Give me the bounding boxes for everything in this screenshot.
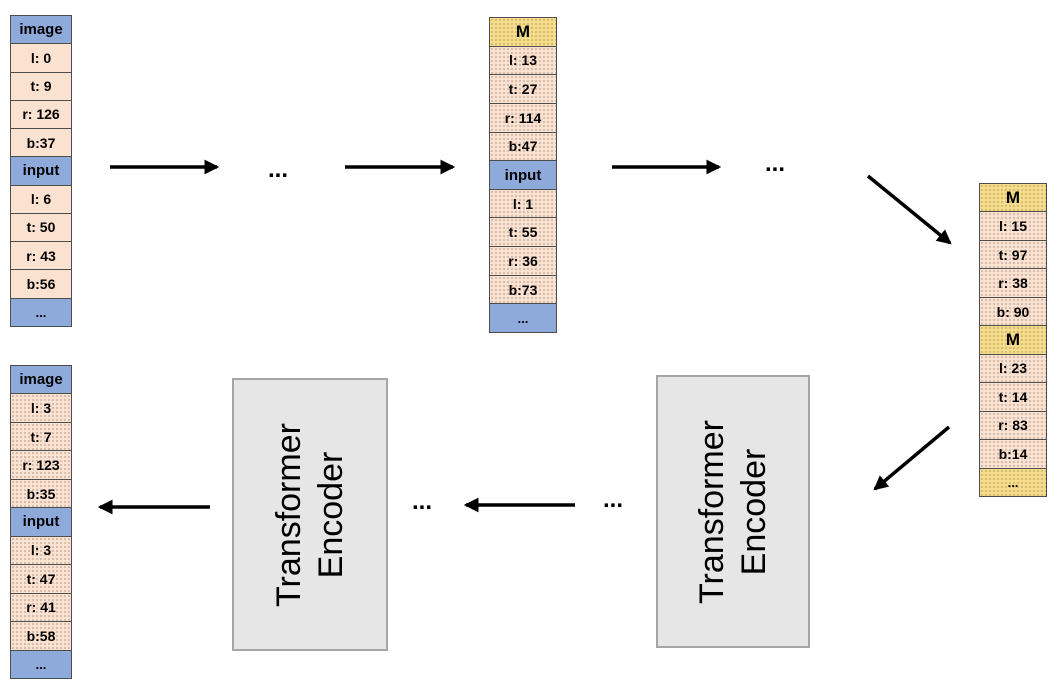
ellipsis-cell: ... [490,303,556,333]
coord-cell: t: 14 [980,382,1046,411]
transformer-encoder-box-left: Transformer Encoder [232,378,388,651]
ellipsis-cell: ... [11,649,71,678]
token-cell: input [11,156,71,185]
coord-cell: b:35 [11,478,71,508]
mask-cell: M [980,184,1046,212]
coord-cell: l: 6 [11,184,71,213]
coord-cell: b:56 [11,269,71,298]
token-cell: input [490,160,556,189]
token-cell: input [11,507,71,536]
coord-cell: r: 114 [490,102,556,132]
sequence-column-masked-1: M l: 13 t: 27 r: 114 b:47 input l: 1 t: … [489,17,557,333]
token-cell: image [11,16,71,44]
ellipsis-cell: ... [11,297,71,326]
ellipsis-cell: ... [980,467,1046,496]
sequence-column-reconstructed: image l: 3 t: 7 r: 123 b:35 input l: 3 t… [10,365,72,679]
coord-cell: b:47 [490,131,556,161]
coord-cell: r: 38 [980,268,1046,297]
coord-cell: t: 50 [11,212,71,242]
ellipsis-marker: ... [603,486,624,513]
coord-cell: b:14 [980,439,1046,468]
coord-cell: t: 27 [490,74,556,103]
transformer-encoder-box-right: Transformer Encoder [656,375,810,648]
ellipsis-marker: ... [412,488,433,515]
token-cell: image [11,366,71,394]
coord-cell: l: 1 [490,188,556,218]
coord-cell: r: 43 [11,241,71,270]
coord-cell: l: 3 [11,535,71,565]
coord-cell: b:73 [490,274,556,304]
mask-cell: M [490,18,556,46]
coord-cell: b:58 [11,621,71,650]
coord-cell: t: 55 [490,217,556,247]
arrow-diagonal-down-right [866,174,952,245]
sequence-column-original: image l: 0 t: 9 r: 126 b:37 input l: 6 t… [10,15,72,327]
coord-cell: l: 0 [11,43,71,72]
coord-cell: l: 15 [980,211,1046,240]
coord-cell: r: 83 [980,410,1046,440]
coord-cell: b:37 [11,128,71,157]
coord-cell: r: 41 [11,592,71,622]
coord-cell: t: 9 [11,71,71,100]
sequence-column-masked-2: M l: 15 t: 97 r: 38 b: 90 M l: 23 t: 14 … [979,183,1047,497]
arrow-diagonal-down-left [873,425,951,491]
coord-cell: l: 3 [11,393,71,422]
ellipsis-marker: ... [268,156,289,183]
coord-cell: t: 47 [11,564,71,593]
ellipsis-marker: ... [765,150,786,177]
coord-cell: l: 13 [490,45,556,75]
coord-cell: r: 126 [11,99,71,129]
coord-cell: t: 7 [11,421,71,451]
coord-cell: b: 90 [980,296,1046,326]
mask-cell: M [980,325,1046,354]
coord-cell: r: 36 [490,246,556,275]
coord-cell: l: 23 [980,353,1046,383]
coord-cell: t: 97 [980,239,1046,269]
coord-cell: r: 123 [11,450,71,479]
